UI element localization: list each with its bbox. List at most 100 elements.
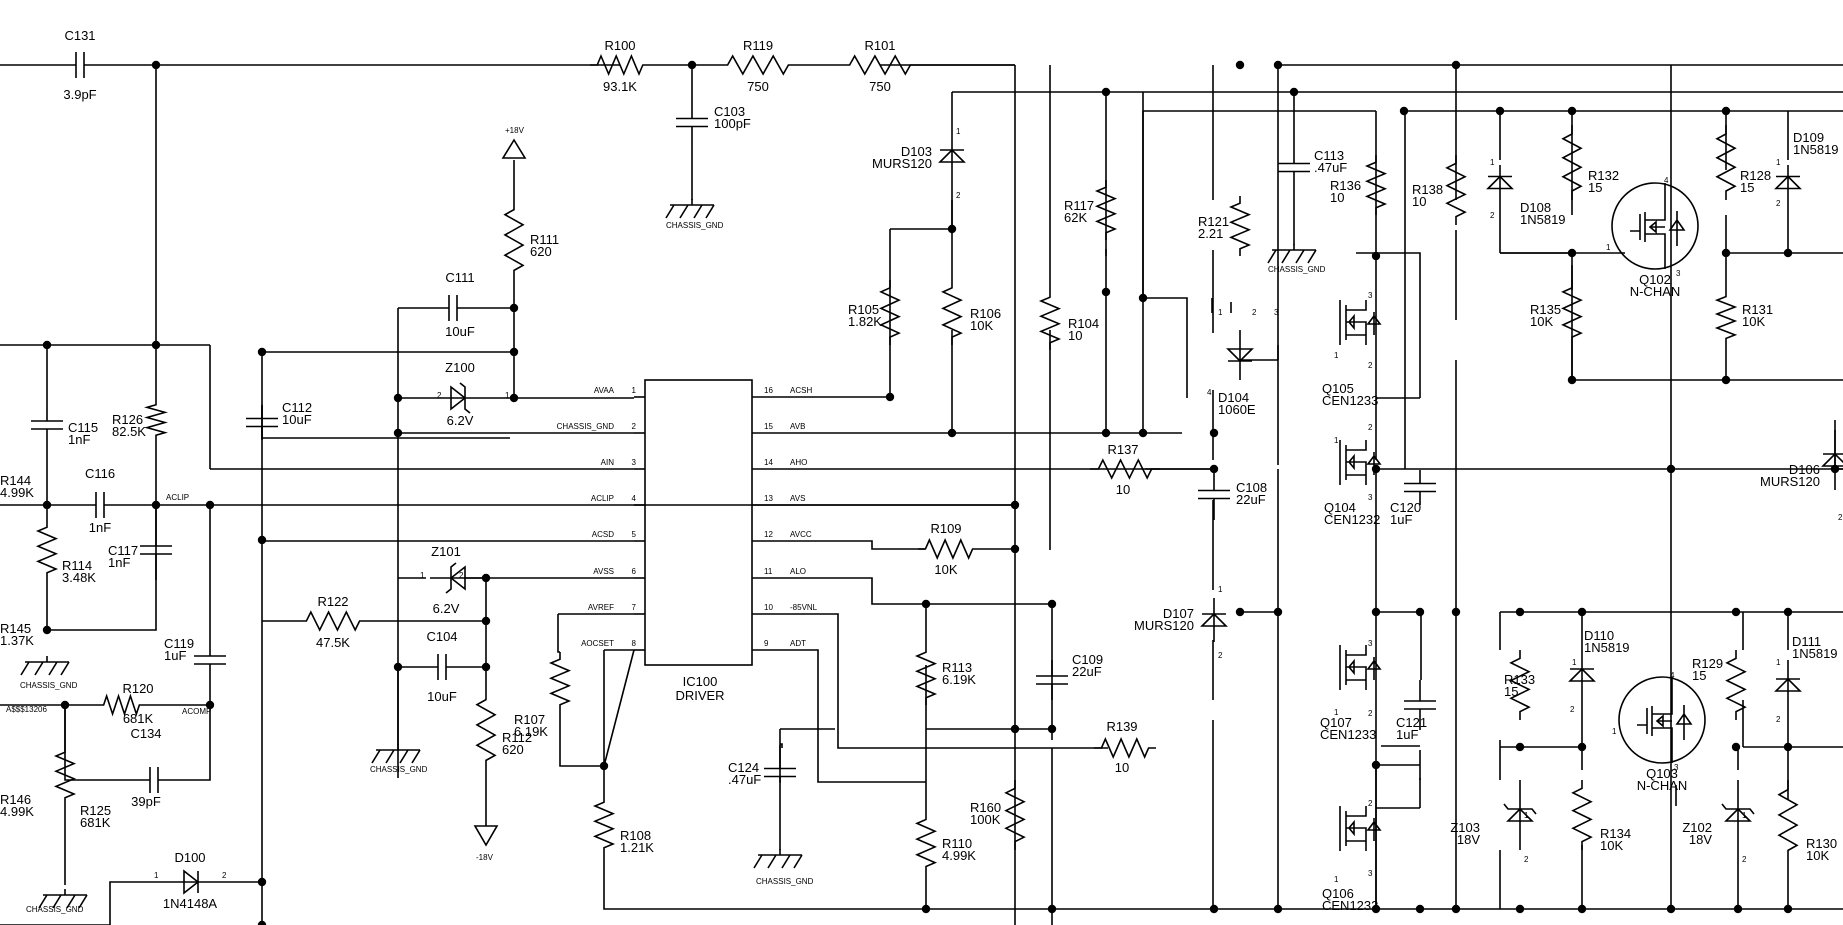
- zener-bar-z100: [459, 382, 471, 414]
- capacitor-c121: [1404, 680, 1436, 730]
- pin-number: 2: [1218, 651, 1223, 660]
- junction-dot: [1289, 87, 1299, 97]
- diode-d110: [1568, 667, 1596, 682]
- ic100-ref: IC100: [683, 674, 718, 689]
- r105-value: 1.82K: [848, 314, 882, 329]
- capacitor-c120: [1404, 470, 1436, 505]
- resistor-r104: [1038, 290, 1062, 350]
- capacitor-c112: [246, 405, 278, 440]
- mosfet-q106: [1339, 806, 1367, 851]
- junction-dot: [1731, 742, 1741, 752]
- r125-value: 681K: [80, 815, 111, 830]
- junction-dot: [1371, 464, 1381, 474]
- mosfet-q102: [1611, 182, 1699, 270]
- junction-dot: [1451, 904, 1461, 914]
- diode-d104: [1226, 348, 1254, 363]
- junction-dot: [1515, 607, 1525, 617]
- pin-number: 1: [1490, 158, 1495, 167]
- junction-dot: [481, 616, 491, 626]
- q104-value: CEN1232: [1324, 512, 1380, 527]
- d106-ref: D106: [1789, 462, 1820, 477]
- junction-dot: [1415, 607, 1425, 617]
- junction-dot: [1138, 428, 1148, 438]
- pin-number: 2: [459, 571, 464, 580]
- wire: [166, 705, 211, 781]
- resistor-r136: [1364, 155, 1388, 215]
- r146-value: 4.99K: [0, 804, 34, 819]
- r100-ref: R100: [604, 38, 635, 53]
- junction-dot: [1047, 904, 1057, 914]
- resistor-r126: [144, 400, 168, 440]
- ic-pin-right-net: AVB: [790, 422, 805, 431]
- junction-dot: [1721, 375, 1731, 385]
- pin-number: 3: [1368, 493, 1373, 502]
- pin-number: 3: [1368, 291, 1373, 300]
- r110-ref: R110: [942, 836, 972, 851]
- r119-value: 750: [747, 79, 769, 94]
- junction-dot: [1733, 904, 1743, 914]
- r137-ref: R137: [1107, 442, 1138, 457]
- capacitor-c119: [194, 640, 226, 680]
- r134-ref: R134: [1600, 826, 1631, 841]
- junction-dot: [1010, 500, 1020, 510]
- resistor-r119: [718, 54, 798, 76]
- d110-ref: D110: [1584, 628, 1614, 643]
- junction-dot: [885, 392, 895, 402]
- d111-value: 1N5819: [1792, 646, 1838, 661]
- pin-number: 1: [1218, 585, 1223, 594]
- pin-number: 1: [1776, 158, 1781, 167]
- r135-value: 10K: [1530, 314, 1553, 329]
- junction-dot: [1235, 607, 1245, 617]
- r129-ref: R129: [1692, 656, 1723, 671]
- r131-ref: R131: [1742, 302, 1773, 317]
- r145-value: 1.37K: [0, 633, 34, 648]
- r113-value: 6.19K: [942, 672, 976, 687]
- junction-dot: [509, 393, 519, 403]
- wire: [109, 881, 150, 925]
- c104-ref: C104: [426, 629, 457, 644]
- pin-number: 3: [1674, 763, 1679, 772]
- junction-dot: [1567, 106, 1577, 116]
- r112-value: 620: [502, 742, 524, 757]
- r106-ref: R106: [970, 306, 1001, 321]
- pin-number: 2: [1570, 705, 1575, 714]
- junction-dot: [1209, 904, 1219, 914]
- junction-dot: [1415, 904, 1425, 914]
- r114-ref: R114: [62, 558, 92, 573]
- r111-ref: R111: [530, 232, 559, 247]
- resistor-r129: [1725, 650, 1747, 720]
- ic-pin-left-num: 6: [632, 567, 637, 576]
- resistor-r120: [98, 693, 145, 717]
- capacitor-c116: [90, 492, 110, 518]
- junction-dot: [1399, 106, 1409, 116]
- r139-value: 10: [1115, 760, 1129, 775]
- junction-dot: [1567, 248, 1577, 258]
- d108-ref: D108: [1520, 200, 1551, 215]
- c104-value: 10uF: [427, 689, 457, 704]
- wire: [559, 712, 604, 767]
- resistor-r133: [1509, 650, 1531, 720]
- resistor-r132: [1561, 125, 1583, 200]
- ic-pin-right-num: 10: [764, 603, 773, 612]
- wire: [752, 577, 1052, 605]
- resistor-r100: [590, 53, 650, 77]
- r137-value: 10: [1116, 482, 1130, 497]
- ic-pin-right-num: 13: [764, 494, 773, 503]
- junction-dot: [1577, 904, 1587, 914]
- junction-dot: [42, 340, 52, 350]
- ground-label: CHASSIS_GND: [370, 765, 428, 774]
- diode-d111: [1774, 677, 1802, 692]
- d104-value: 1060E: [1218, 402, 1256, 417]
- d111-ref: D111: [1792, 634, 1821, 649]
- resistor-r113: [914, 645, 938, 705]
- pin-number: 3: [1676, 269, 1681, 278]
- ic-pin-left-num: 1: [632, 386, 637, 395]
- c111-ref: C111: [445, 270, 474, 285]
- r121-value: 2.21: [1198, 226, 1223, 241]
- resistor-r101: [840, 54, 920, 76]
- pin-number: 2: [1838, 513, 1843, 522]
- junction-dot: [1577, 607, 1587, 617]
- ic-pin-right-num: 12: [764, 530, 773, 539]
- junction-dot: [257, 535, 267, 545]
- q107-ref: Q107: [1320, 715, 1352, 730]
